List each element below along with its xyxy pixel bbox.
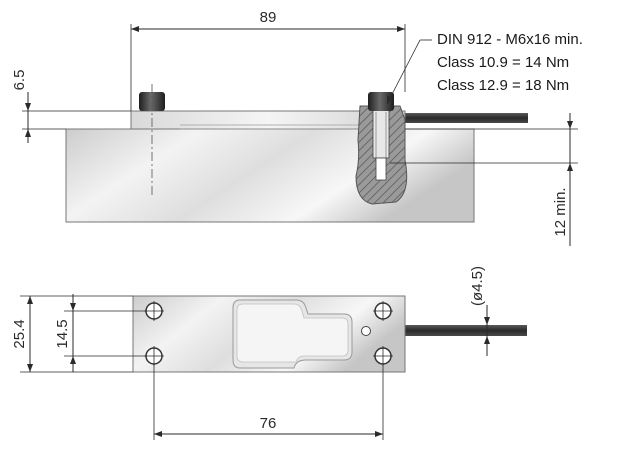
dim-14-5-arrow-bottom xyxy=(70,356,76,364)
screw-shank-section xyxy=(372,109,390,159)
screw-head-right xyxy=(368,92,394,111)
torque-class-10-9: Class 10.9 = 14 Nm xyxy=(437,54,569,71)
center-pocket-inner xyxy=(236,303,349,363)
body-side xyxy=(65,128,475,223)
dim-6-5-arrow-bottom xyxy=(25,129,31,137)
dim-cable-arrow-bottom xyxy=(484,336,490,344)
dim-25-4-arrow-top xyxy=(27,296,33,304)
dim-25-4-label: 25.4 xyxy=(11,319,28,348)
cable-top xyxy=(403,325,527,336)
dim-12-arrow-bottom xyxy=(567,163,573,171)
dim-76-label: 76 xyxy=(260,415,277,432)
dim-14-5-arrow-top xyxy=(70,303,76,311)
dim-cable-arrow-top xyxy=(484,317,490,325)
dim-89-arrow-right xyxy=(397,26,405,32)
dim-89-label: 89 xyxy=(260,9,277,26)
dim-76-arrow-right xyxy=(375,431,383,437)
cable-side xyxy=(405,113,528,123)
dim-12-label: 12 min. xyxy=(552,187,569,236)
dim-89-arrow-left xyxy=(131,26,139,32)
dim-12-arrow-top xyxy=(567,121,573,129)
screw-note-leader xyxy=(386,39,421,105)
torque-class-12-9: Class 12.9 = 18 Nm xyxy=(437,77,569,94)
dim-6-5-arrow-top xyxy=(25,103,31,111)
dim-cable-label: (ø4.5) xyxy=(469,266,486,306)
small-hole xyxy=(361,326,371,336)
screw-note-arrow xyxy=(387,95,392,104)
screw-note: DIN 912 - M6x16 min. xyxy=(437,31,583,48)
dim-25-4-arrow-bottom xyxy=(27,364,33,372)
dim-6-5-label: 6.5 xyxy=(11,70,28,91)
dim-76-arrow-left xyxy=(154,431,162,437)
screw-tip-section xyxy=(375,157,387,181)
dim-14-5-label: 14.5 xyxy=(54,319,71,348)
